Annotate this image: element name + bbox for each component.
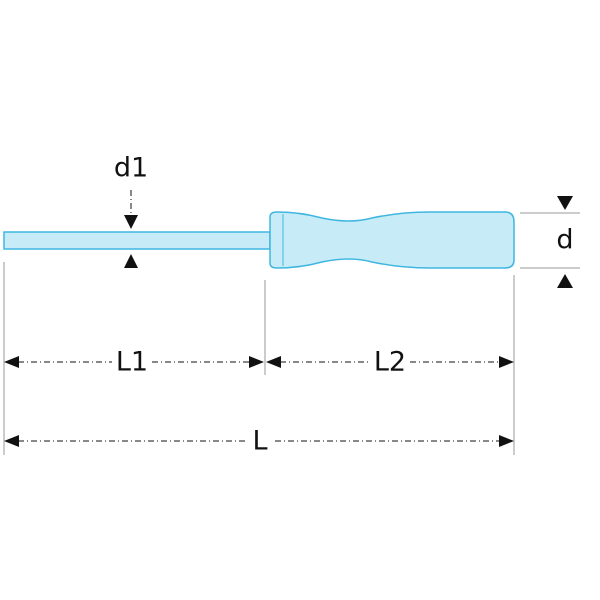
l-dimension: L [4,426,514,457]
l1-label: L1 [116,347,148,378]
l-label: L [252,426,267,457]
d1-label: d1 [114,153,148,184]
l2-arrow-left-icon [266,356,281,368]
l-arrow-left-icon [4,435,19,447]
l-arrow-right-icon [499,435,514,447]
l1-dimension: L1 [4,347,264,378]
screwdriver-shaft [3,231,271,250]
d-indicator: d [556,196,574,288]
l1-arrow-right-icon [249,356,264,368]
l2-label: L2 [374,347,406,378]
screwdriver-handle [269,211,515,269]
d1-indicator: d1 [114,153,148,268]
d1-arrow-up-icon [124,254,138,268]
d-label: d [556,225,573,256]
screwdriver [3,211,515,269]
extension-lines [3,212,580,455]
l2-dimension: L2 [266,347,514,378]
d-arrow-down-icon [557,196,573,210]
d-arrow-up-icon [557,274,573,288]
d1-arrow-down-icon [124,215,138,229]
l1-arrow-left-icon [4,356,19,368]
l2-arrow-right-icon [499,356,514,368]
